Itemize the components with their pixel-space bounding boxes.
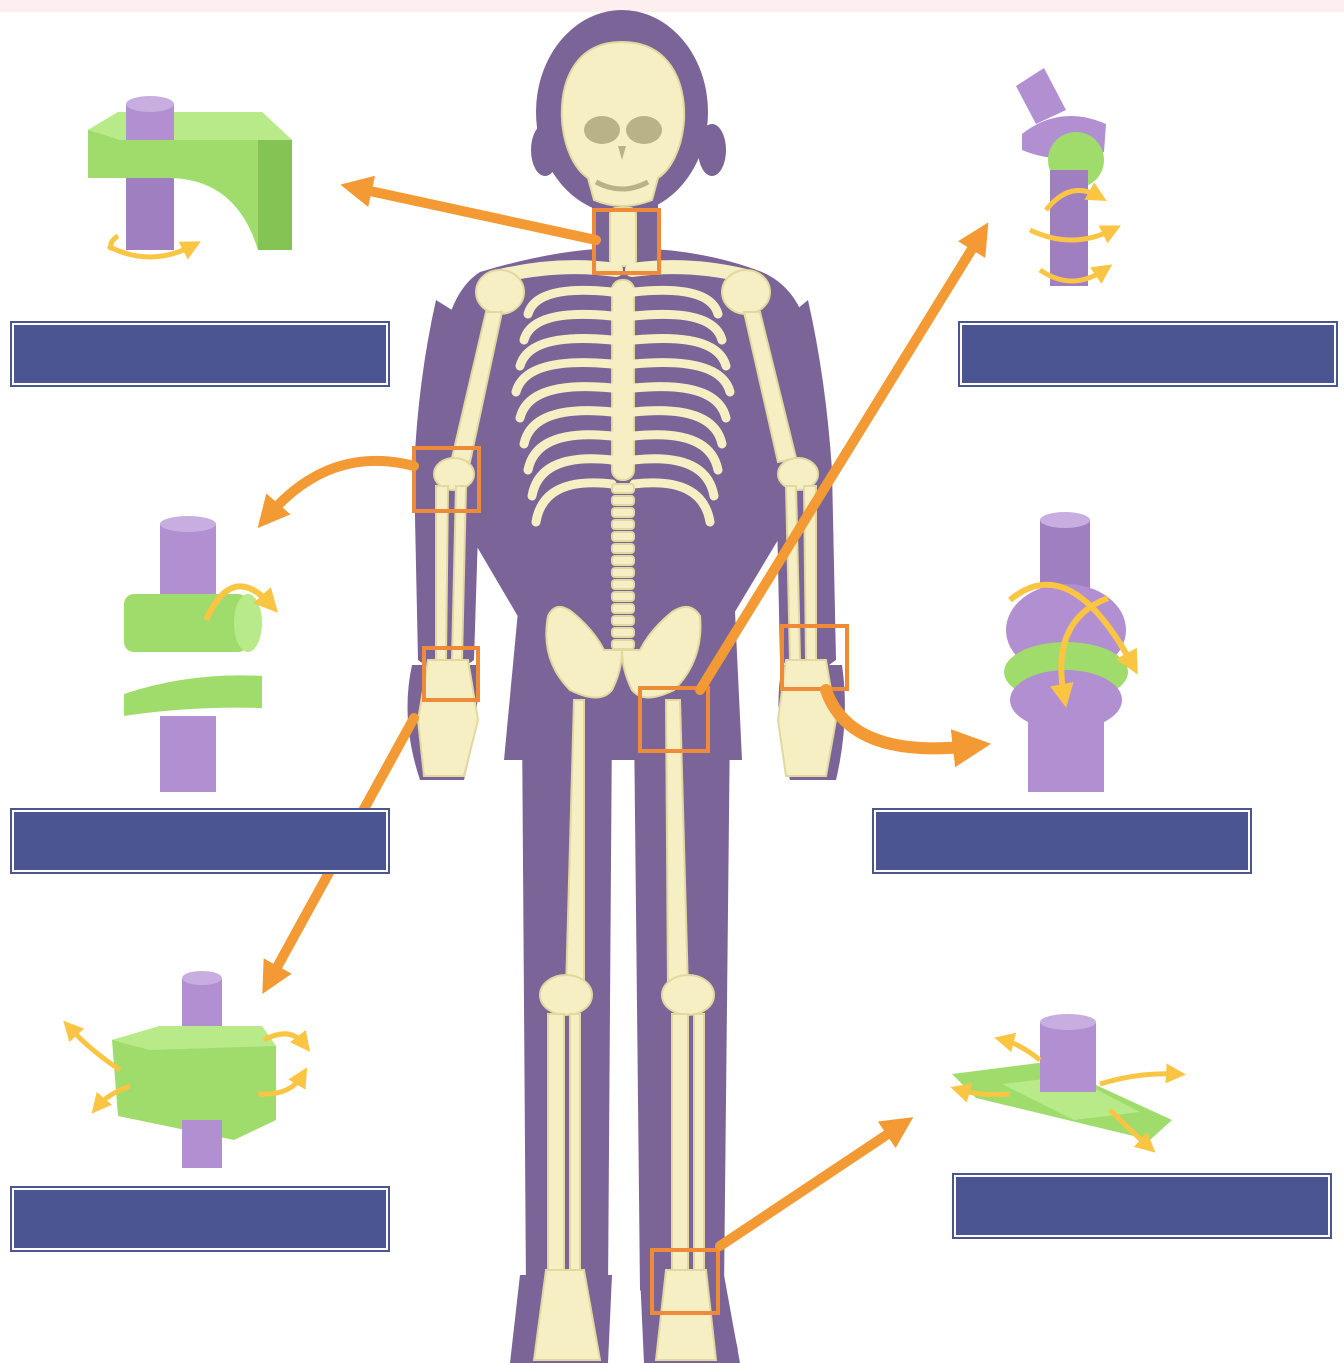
arrow-to-plane xyxy=(720,1126,900,1246)
vertebra xyxy=(612,568,634,577)
vertebra xyxy=(612,544,634,553)
vertebra xyxy=(612,508,634,517)
pivot-label-box[interactable] xyxy=(12,323,388,385)
vertebra xyxy=(612,484,634,493)
ball-and-socket-label-box[interactable] xyxy=(960,323,1336,385)
pivot-joint-icon xyxy=(88,96,292,257)
vertebra xyxy=(612,628,634,637)
saddle-label-box[interactable] xyxy=(12,1188,388,1250)
vertebra xyxy=(612,640,634,649)
ball-and-socket-joint-icon xyxy=(1016,68,1112,286)
ellipsoidal-label-box[interactable] xyxy=(874,810,1250,872)
vertebra xyxy=(612,580,634,589)
plane-label-box[interactable] xyxy=(954,1175,1330,1237)
plane-joint-icon xyxy=(952,1014,1176,1146)
hinge-label-box[interactable] xyxy=(12,810,388,872)
arrow-to-hinge xyxy=(268,461,414,516)
spine xyxy=(612,484,634,661)
arrow-to-ellipsoidal xyxy=(826,690,972,748)
hinge-joint-icon xyxy=(124,516,270,792)
vertebra xyxy=(612,532,634,541)
left-hand xyxy=(418,660,478,776)
vertebra xyxy=(612,604,634,613)
saddle-joint-icon xyxy=(70,971,304,1168)
vertebra xyxy=(612,496,634,505)
vertebra xyxy=(612,556,634,565)
ellipsoidal-joint-icon xyxy=(1004,512,1132,792)
right-hand xyxy=(778,660,836,776)
vertebra xyxy=(612,616,634,625)
vertebra xyxy=(612,592,634,601)
vertebra xyxy=(612,520,634,529)
arrow-to-pivot xyxy=(356,188,596,240)
